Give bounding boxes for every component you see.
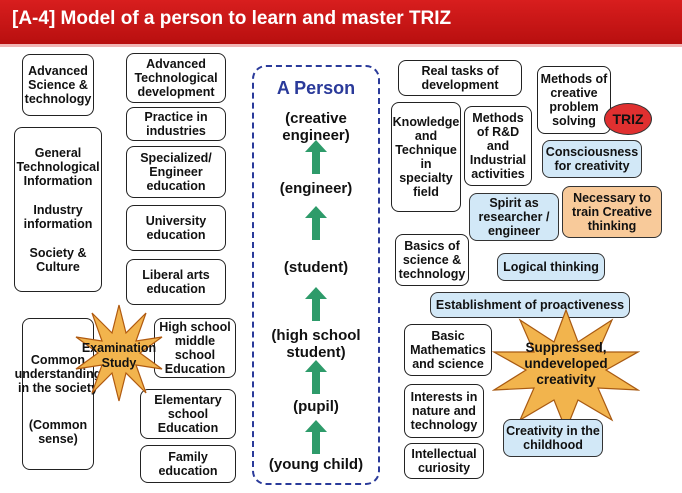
stage-pupil: (pupil) (293, 398, 339, 415)
methods-rd-label: Methods of R&D and Industrial activities (469, 111, 527, 181)
elementary-label: Elementary school Education (154, 393, 222, 435)
interests-box: Interests in nature and technology (404, 384, 484, 438)
stage-engineer: (engineer) (279, 180, 353, 197)
stage-creative-engineer: (creative engineer) (282, 110, 350, 144)
arrow-up-icon (305, 140, 327, 174)
suppressed-creativity-label: Suppressed, undeveloped creativity (524, 340, 608, 387)
real-tasks-box: Real tasks of development (398, 60, 522, 96)
methods-rd-box: Methods of R&D and Industrial activities (464, 106, 532, 186)
knowledge-label: Knowledge and Technique in specialty fie… (392, 115, 460, 199)
logical-thinking-label: Logical thinking (503, 260, 599, 274)
common-sense-label: (Common sense) (28, 417, 88, 446)
liberal-arts-label: Liberal arts education (142, 268, 210, 296)
diagram-title: [A-4] Model of a person to learn and mas… (12, 8, 452, 29)
common-understanding-box: Common understanding in the society (Com… (15, 318, 101, 470)
advanced-science-label: Advanced Science & technology (24, 64, 92, 106)
basics-label: Basics of science & technology (398, 239, 466, 281)
knowledge-box: Knowledge and Technique in specialty fie… (391, 102, 461, 212)
university-box: University education (126, 205, 226, 251)
consciousness-label: Consciousness for creativity (545, 145, 639, 173)
logical-thinking-box: Logical thinking (497, 253, 605, 281)
intellectual-label: Intellectual curiosity (411, 447, 477, 475)
liberal-arts-box: Liberal arts education (126, 259, 226, 305)
stage-young-child: (young child) (268, 456, 364, 473)
general-info-box: General Technological Information Indust… (14, 127, 102, 292)
spirit-box: Spirit as researcher / engineer (469, 193, 559, 241)
elementary-box: Elementary school Education (140, 389, 236, 439)
necessary-label: Necessary to train Creative thinking (572, 191, 652, 233)
creativity-childhood-box: Creativity in the childhood (503, 419, 603, 457)
common-understanding-label: Common understanding in the society (14, 352, 102, 395)
family-label: Family education (158, 450, 218, 478)
practice-box: Practice in industries (126, 107, 226, 141)
basic-math-label: Basic Mathematics and science (410, 329, 486, 371)
stage-high-school-student: (high school student) (271, 327, 361, 361)
high-school-box: High school middle school Education (154, 318, 236, 378)
arrow-up-icon (305, 360, 327, 394)
person-heading: A Person (276, 78, 356, 98)
high-school-label: High school middle school Education (159, 320, 231, 376)
arrow-up-icon (305, 420, 327, 454)
society-culture-label: Society & Culture (29, 245, 87, 274)
consciousness-box: Consciousness for creativity (542, 140, 642, 178)
university-label: University education (145, 214, 207, 242)
methods-creative-label: Methods of creative problem solving (540, 72, 608, 128)
basics-box: Basics of science & technology (395, 234, 469, 286)
methods-creative-box: Methods of creative problem solving (537, 66, 611, 134)
real-tasks-label: Real tasks of development (421, 64, 499, 92)
intellectual-box: Intellectual curiosity (404, 443, 484, 479)
arrow-up-icon (305, 287, 327, 321)
family-box: Family education (140, 445, 236, 483)
person-frame (252, 65, 380, 485)
practice-label: Practice in industries (144, 110, 208, 138)
general-tech-info-label: General Technological Information (16, 145, 100, 188)
specialized-label: Specialized/ Engineer education (140, 151, 212, 193)
interests-label: Interests in nature and technology (410, 390, 478, 432)
stage-student: (student) (283, 259, 349, 276)
basic-math-box: Basic Mathematics and science (404, 324, 492, 376)
specialized-box: Specialized/ Engineer education (126, 146, 226, 198)
necessary-box: Necessary to train Creative thinking (562, 186, 662, 238)
advanced-tech-label: Advanced Technological development (134, 57, 218, 99)
proactiveness-label: Establishment of proactiveness (435, 298, 625, 312)
examination-burst (75, 304, 163, 402)
advanced-tech-box: Advanced Technological development (126, 53, 226, 103)
creativity-childhood-label: Creativity in the childhood (506, 424, 600, 452)
industry-info-label: Industry information (23, 202, 93, 231)
proactiveness-box: Establishment of proactiveness (430, 292, 630, 318)
spirit-label: Spirit as researcher / engineer (478, 196, 550, 238)
advanced-science-box: Advanced Science & technology (22, 54, 94, 116)
triz-badge: TRIZ (604, 103, 652, 135)
title-bar (0, 0, 682, 44)
examination-burst-label: Examination Study (81, 341, 157, 370)
arrow-up-icon (305, 206, 327, 240)
title-underline (0, 44, 682, 47)
